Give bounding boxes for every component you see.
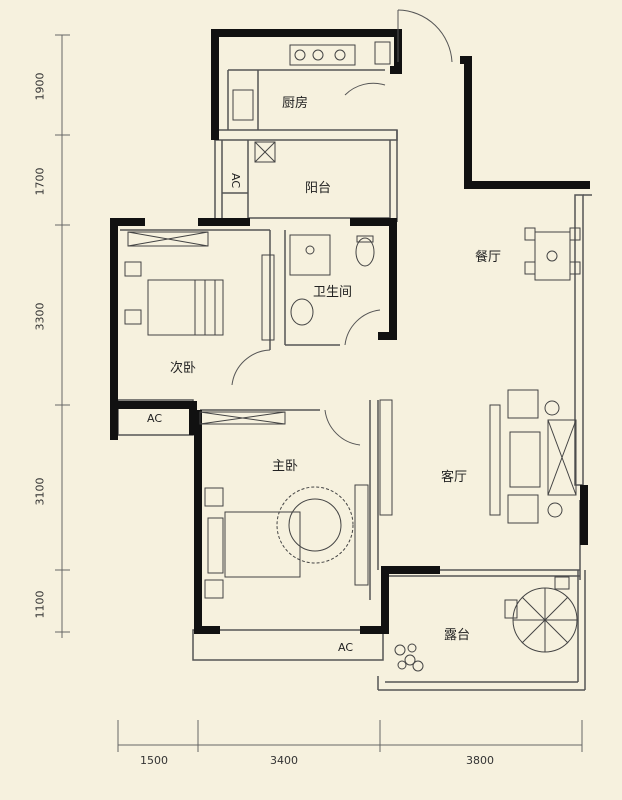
ac-label-second-bedroom: AC [147, 412, 163, 425]
master-bedroom-furniture [199, 399, 393, 599]
dimension-left-4: 3100 [33, 477, 47, 506]
exterior-walls [110, 29, 590, 634]
dimension-bottom-1: 1500 [140, 754, 168, 767]
room-label-master-bedroom: 主卧 [272, 459, 299, 474]
ac-label-master-bedroom: AC [338, 641, 354, 654]
door-swings [231, 9, 453, 446]
room-label-kitchen: 厨房 [282, 96, 309, 111]
dimension-lines [55, 34, 583, 752]
room-label-balcony: 阳台 [305, 181, 332, 196]
living-room-furniture [489, 389, 577, 524]
dimension-left-1: 1900 [33, 72, 47, 101]
second-bedroom-furniture [124, 231, 275, 341]
room-label-dining: 餐厅 [475, 250, 502, 265]
dining-furniture [524, 227, 581, 281]
dimension-bottom-3: 3800 [466, 754, 494, 767]
room-label-bathroom: 卫生间 [313, 285, 353, 300]
room-label-second-bedroom: 次卧 [170, 361, 197, 376]
ac-label-balcony: AC [229, 172, 243, 189]
dimension-left-2: 1700 [33, 167, 47, 196]
room-label-terrace: 露台 [444, 628, 471, 643]
kitchen-fixtures [232, 41, 391, 163]
bathroom-fixtures [289, 234, 375, 326]
thin-walls [117, 69, 592, 691]
dimension-left-5: 1100 [33, 590, 47, 619]
dimension-left-3: 3300 [33, 302, 47, 331]
terrace-furniture [394, 576, 578, 672]
dimension-bottom-2: 3400 [270, 754, 298, 767]
room-label-living-room: 客厅 [441, 470, 468, 485]
